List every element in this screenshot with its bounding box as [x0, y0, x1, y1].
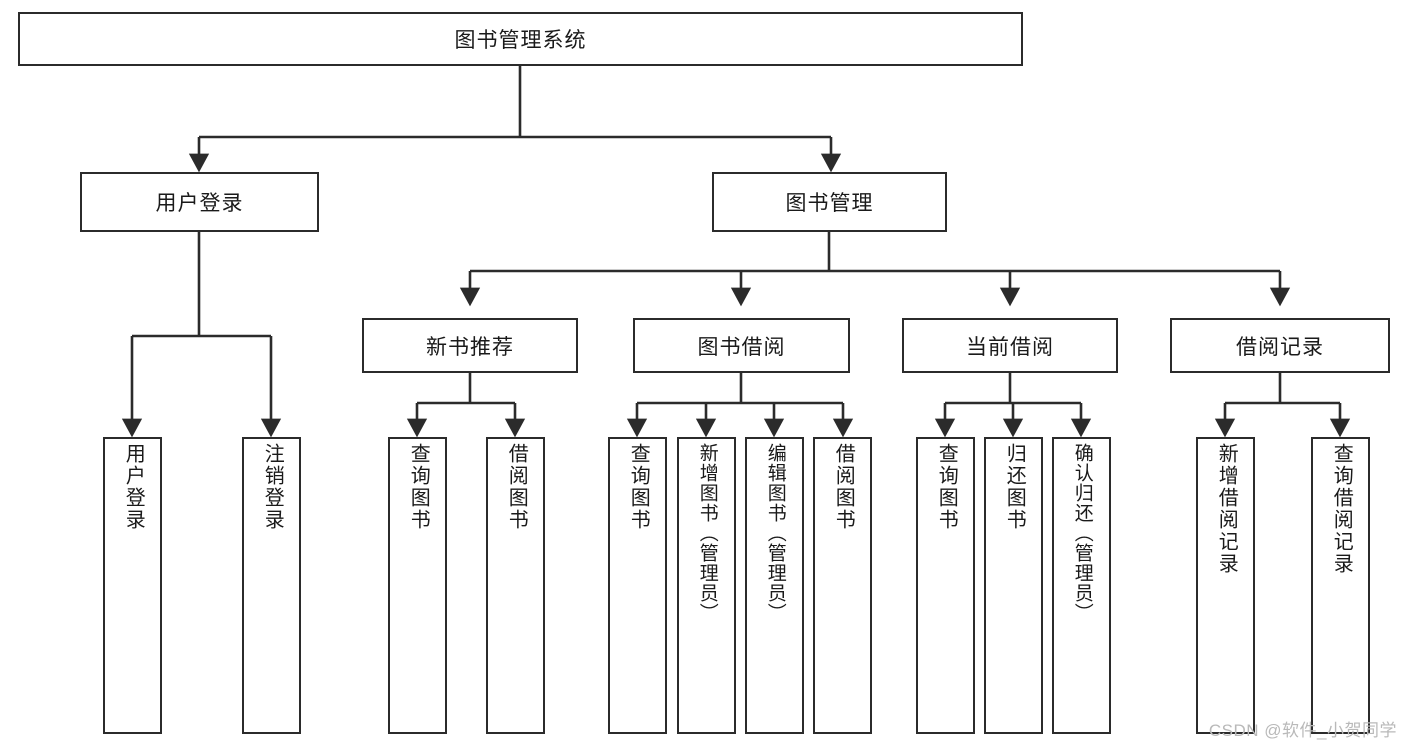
leaf-label: 查询借阅记录	[1330, 443, 1353, 575]
node-new-book-recommend[interactable]: 新书推荐	[362, 318, 578, 373]
leaf-label: 新增借阅记录	[1215, 443, 1238, 575]
leaf-current-return-book[interactable]: 归还图书	[984, 437, 1043, 734]
leaf-label: 确认归还（管理员）	[1071, 443, 1093, 623]
leaf-recommend-borrow-book[interactable]: 借阅图书	[486, 437, 545, 734]
leaf-label: 查询图书	[935, 443, 958, 531]
leaf-current-confirm-return-admin[interactable]: 确认归还（管理员）	[1052, 437, 1111, 734]
leaf-borrow-add-book-admin[interactable]: 新增图书（管理员）	[677, 437, 736, 734]
leaf-label: 注销登录	[261, 443, 284, 531]
leaf-label: 编辑图书（管理员）	[764, 443, 786, 623]
leaf-borrow-query-book[interactable]: 查询图书	[608, 437, 667, 734]
leaf-label: 用户登录	[122, 443, 145, 531]
leaf-borrow-borrow-book[interactable]: 借阅图书	[813, 437, 872, 734]
node-user-login[interactable]: 用户登录	[80, 172, 319, 232]
leaf-user-login-logout[interactable]: 注销登录	[242, 437, 301, 734]
leaf-label: 借阅图书	[832, 443, 855, 531]
leaf-recommend-query-book[interactable]: 查询图书	[388, 437, 447, 734]
leaf-borrow-edit-book-admin[interactable]: 编辑图书（管理员）	[745, 437, 804, 734]
node-book-management[interactable]: 图书管理	[712, 172, 947, 232]
leaf-label: 查询图书	[407, 443, 430, 531]
leaf-label: 归还图书	[1003, 443, 1026, 531]
leaf-current-query-book[interactable]: 查询图书	[916, 437, 975, 734]
leaf-record-query-record[interactable]: 查询借阅记录	[1311, 437, 1370, 734]
node-borrow-record[interactable]: 借阅记录	[1170, 318, 1390, 373]
node-book-borrow[interactable]: 图书借阅	[633, 318, 850, 373]
node-root-system[interactable]: 图书管理系统	[18, 12, 1023, 66]
leaf-label: 查询图书	[627, 443, 650, 531]
leaf-label: 新增图书（管理员）	[696, 443, 718, 623]
csdn-watermark: CSDN @软件_小贺同学	[1208, 721, 1397, 740]
leaf-record-add-record[interactable]: 新增借阅记录	[1196, 437, 1255, 734]
leaf-user-login-login[interactable]: 用户登录	[103, 437, 162, 734]
node-current-borrow[interactable]: 当前借阅	[902, 318, 1118, 373]
leaf-label: 借阅图书	[505, 443, 528, 531]
